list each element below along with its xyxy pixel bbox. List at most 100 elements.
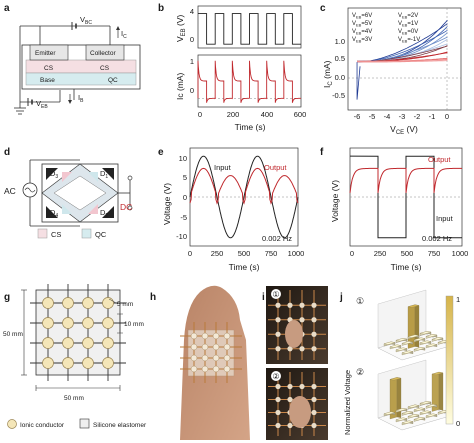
f-xtick-1000: 1000 <box>452 249 469 258</box>
j-cbar-max: 1 <box>456 295 460 304</box>
c-legend-item-0: VEB=6V <box>352 13 372 20</box>
c-legend-item-7: VEB=-1V <box>398 37 420 44</box>
b-veb-series <box>198 13 301 45</box>
c-legend-sub-1: EB <box>356 23 362 28</box>
g-ionic-pad-1-0 <box>42 317 54 329</box>
touch-1-badge <box>271 289 281 299</box>
i1-pad-1-3 <box>311 317 317 323</box>
c-legend-val-7: =-1V <box>407 37 420 43</box>
g-ionic-pad-2-0 <box>42 337 54 349</box>
ic-label: IC <box>121 29 127 40</box>
e-output-series <box>189 167 299 205</box>
h-pad-1-3 <box>223 343 231 351</box>
cs-left-label: CS <box>44 65 54 72</box>
legend-cs-label: CS <box>51 230 61 239</box>
j-bar-2-3-0 <box>401 420 414 426</box>
legend-silicone-label: Silicone elastomer <box>93 422 147 429</box>
c-legend-sub-5: EB <box>402 23 408 28</box>
b-xtick-400: 400 <box>261 110 274 119</box>
c-frame <box>347 7 462 111</box>
finger-1 <box>285 320 303 348</box>
e-ytick-m10: -10 <box>176 232 187 241</box>
c-legend-val-1: =5V <box>361 21 372 27</box>
c-legend-item-1: VEB=5V <box>352 21 372 28</box>
e-xtick-250: 250 <box>211 249 224 258</box>
j-bar-2-0-1 <box>395 408 408 413</box>
e-input-series <box>189 155 299 239</box>
i2-pad-0-3 <box>311 383 317 390</box>
panel-label-a: a <box>4 3 10 14</box>
touch-2-label: ② <box>272 372 279 381</box>
b-bottom-ylabel: Ic (mA) <box>175 72 185 100</box>
i2-pad-3-1 <box>287 422 293 429</box>
c-legend-v-0: V <box>352 13 356 19</box>
i2-pad-2-0 <box>275 409 281 416</box>
c-xtick-m6: -6 <box>354 112 361 121</box>
i1-pad-0-2 <box>299 302 305 308</box>
j-bar-2-2-0 <box>395 417 408 423</box>
c-xlabel: VCE (V) <box>390 124 418 136</box>
i2-pad-0-1 <box>287 383 293 390</box>
d2-label: D2 <box>100 208 108 219</box>
i2-pad-0-0 <box>275 383 281 390</box>
b-xtick-0: 0 <box>198 110 202 119</box>
collector-electrode <box>85 44 125 61</box>
c-legend-sub-3: EB <box>356 39 362 44</box>
c-xtick-m1: -1 <box>429 112 436 121</box>
i1-pad-0-0 <box>275 302 281 308</box>
panel-g: g 50 mm 50 mm 5 mm 10 mm Ionic conductor… <box>3 284 147 429</box>
i2-pad-3-3 <box>311 422 317 429</box>
c-legend-v-6: V <box>398 29 402 35</box>
panel-f: f Output Input 0.002 Hz Voltage (V) 0 25… <box>320 147 468 272</box>
ac-label: AC <box>4 186 16 196</box>
j-plot-1 <box>377 289 451 361</box>
i2-pad-0-2 <box>299 383 305 390</box>
e-xtick-0: 0 <box>188 249 192 258</box>
c-legend-v-4: V <box>398 13 402 19</box>
b-xlabel: Time (s) <box>235 122 266 132</box>
veb-label: VEB <box>36 99 48 110</box>
panel-j: j ① ② Normalized Voltage 1 0 <box>339 289 460 435</box>
c-legend-sub-0: EB <box>356 15 362 20</box>
legend-cs-swatch <box>37 228 48 239</box>
legend-qc-swatch <box>81 228 92 239</box>
j-bar-2-1-1 <box>401 411 414 416</box>
c-legend-item-6: VEB=0V <box>398 29 418 36</box>
c-legend-item-3: VEB=3V <box>352 37 372 44</box>
dim-50mm-vertical: 50 mm <box>3 331 23 338</box>
c-ytick-05: 0.5 <box>335 54 345 63</box>
e-output-label: Output <box>264 163 287 172</box>
f-xtick-0: 0 <box>350 249 354 258</box>
j-bar-2-2-2 <box>419 410 432 416</box>
j-bar-2-1-0 <box>389 377 402 420</box>
c-legend-val-6: =0V <box>407 29 418 35</box>
i1-pad-3-3 <box>311 346 317 352</box>
dim-10mm: 10 mm <box>124 321 144 328</box>
g-ionic-pad-0-1 <box>62 297 74 309</box>
i1-pad-3-2 <box>299 346 305 352</box>
f-xlabel: Time (s) <box>391 262 422 272</box>
i2-pad-1-0 <box>275 396 281 403</box>
h-pad-1-2 <box>212 343 220 351</box>
f-output-label: Output <box>428 155 451 164</box>
c-legend-v-7: V <box>398 37 402 43</box>
i1-pad-2-0 <box>275 331 281 337</box>
c-ytick-m05: -0.5 <box>332 91 345 100</box>
legend-qc-label: QC <box>95 230 107 239</box>
c-legend-val-3: =3V <box>361 37 372 43</box>
c-curve-up-7 <box>357 60 448 63</box>
g-ionic-pad-0-0 <box>42 297 54 309</box>
i1-pad-3-0 <box>275 346 281 352</box>
g-ionic-pad-2-3 <box>102 337 114 349</box>
c-legend-val-2: =4V <box>361 29 372 35</box>
j-bar-2-3-2 <box>425 413 438 419</box>
j-bar-1-2-2 <box>419 340 432 346</box>
j-bar-1-3-2 <box>425 343 438 349</box>
c-legend-sub-7: EB <box>402 39 408 44</box>
d1-label: D1 <box>100 169 108 180</box>
panel-h: h <box>150 285 258 440</box>
j-label-1: ① <box>356 296 364 306</box>
dim-50mm-horizontal: 50 mm <box>64 395 84 402</box>
j-bar-2-1-2 <box>413 407 426 413</box>
panel-label-j: j <box>339 292 343 303</box>
